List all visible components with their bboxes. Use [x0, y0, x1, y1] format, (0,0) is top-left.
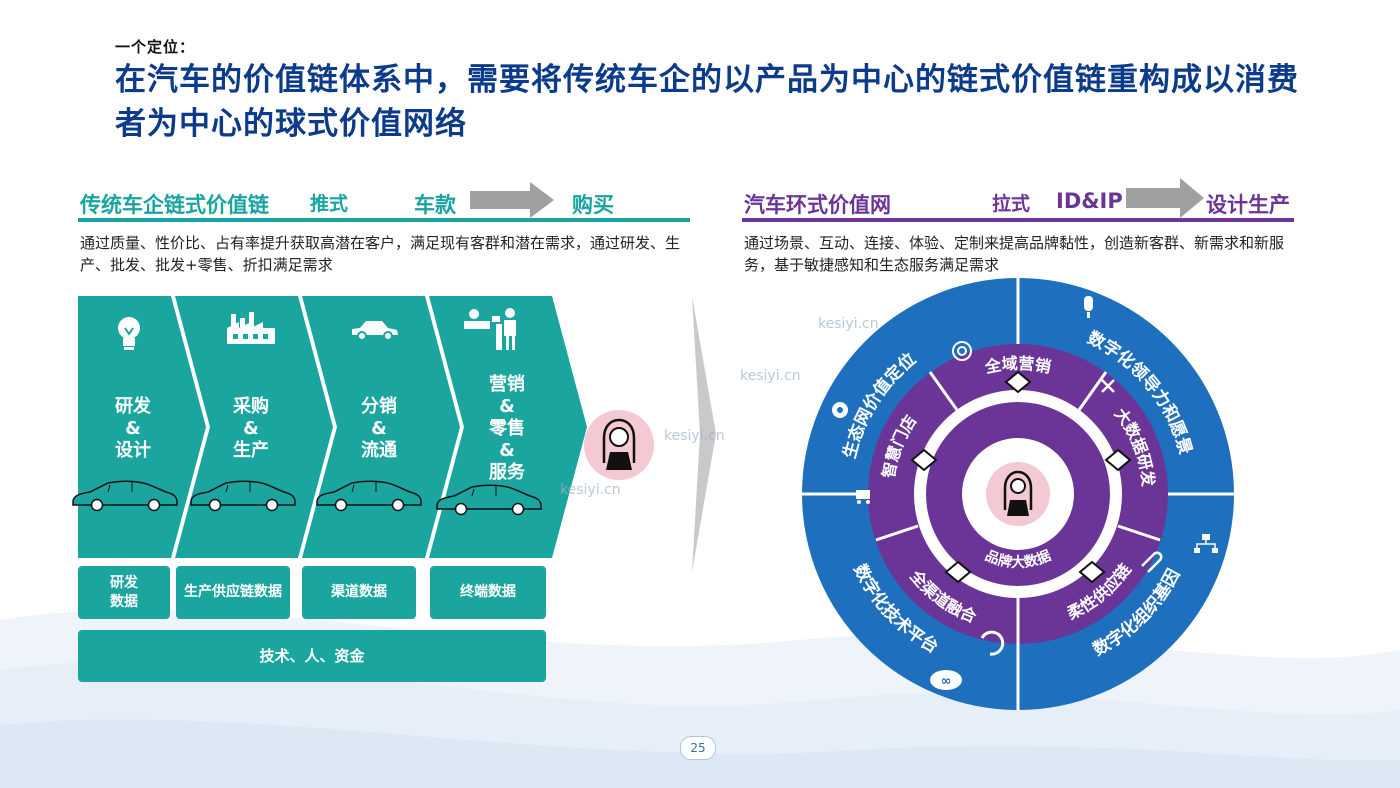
link-icon: [1104, 448, 1132, 472]
data-box-channel: 渠道数据: [302, 566, 416, 619]
arrow-right-icon: [470, 182, 554, 218]
car-outline-icon: [316, 480, 422, 512]
svg-text:∞: ∞: [941, 674, 952, 689]
stage-label-distribution: 分销 & 流通: [361, 396, 397, 461]
paperclip-icon: [1141, 551, 1163, 573]
consumer-avatar-icon: [584, 410, 654, 480]
car-outline-icon: [190, 480, 296, 512]
svg-text:品牌大数据: 品牌大数据: [983, 547, 1054, 571]
target-icon: [952, 341, 972, 361]
link-icon: [944, 560, 972, 584]
right-title: 汽车环式价值网: [744, 193, 891, 217]
page-number: 25: [680, 736, 716, 760]
car-outline-icon: [436, 484, 542, 516]
watermark: kesiyi.cn: [664, 428, 725, 444]
car-icon: [352, 321, 398, 341]
watermark: kesiyi.cn: [560, 482, 621, 498]
gear-icon: [832, 402, 848, 418]
consumer-avatar-icon: [986, 462, 1050, 526]
left-title: 传统车企链式价值链: [80, 193, 269, 217]
data-box-supply-chain: 生产供应链数据: [176, 566, 290, 619]
link-icon: [910, 448, 938, 472]
watermark: kesiyi.cn: [740, 368, 801, 384]
right-from: ID&IP: [1056, 189, 1123, 213]
foundation-box: 技术、人、资金: [78, 630, 546, 682]
watermark: kesiyi.cn: [818, 316, 879, 332]
right-title-rule: [742, 218, 1294, 222]
stage-label-production: 采购 & 生产: [233, 396, 269, 461]
left-mode: 推式: [310, 193, 349, 215]
left-title-rule: [78, 218, 690, 222]
kicker: 一个定位：: [115, 38, 196, 56]
left-from: 车款: [414, 193, 456, 217]
left-to: 购买: [572, 193, 614, 217]
link-icon: [1004, 370, 1032, 394]
car-outline-icon: [72, 480, 178, 512]
sales-counter-icon: [464, 308, 516, 350]
factory-icon: [227, 312, 275, 344]
stage-label-sales: 营销 & 零售 & 服务: [489, 374, 525, 483]
cloud-icon: ∞: [930, 670, 962, 690]
left-description: 通过质量、性价比、占有率提升获取高潜在客户，满足现有客群和潜在需求，通过研发、生…: [80, 234, 681, 274]
lightbulb-icon: [118, 317, 140, 350]
refresh-icon: [980, 630, 1005, 656]
right-to: 设计生产: [1206, 193, 1290, 217]
right-mode: 拉式: [992, 193, 1031, 215]
cart-icon: [856, 490, 870, 504]
shuffle-icon: [1101, 379, 1115, 393]
microphone-icon: [1084, 296, 1093, 318]
arrow-right-icon: [1126, 178, 1204, 218]
right-description: 通过场景、互动、连接、体验、定制来提高品牌黏性，创造新客群、新需求和新服务，基于…: [744, 234, 1285, 274]
hierarchy-icon: [1194, 534, 1218, 553]
data-box-rd: 研发 数据: [78, 566, 170, 619]
stage-label-rd: 研发 & 设计: [115, 396, 151, 461]
inner-label-brand-data: 品牌大数据: [983, 547, 1054, 571]
divider-chevron: [692, 296, 716, 572]
page-title: 在汽车的价值链体系中，需要将传统车企的以产品为中心的链式价值链重构成以消费者为中…: [115, 62, 1299, 142]
data-box-terminal: 终端数据: [430, 566, 546, 619]
link-icon: [1078, 560, 1106, 584]
value-network-ring: 生态网价值定位 数字化领导力和愿景 数字化组织基因 数字化技术平台 全域营销 大…: [802, 278, 1234, 710]
